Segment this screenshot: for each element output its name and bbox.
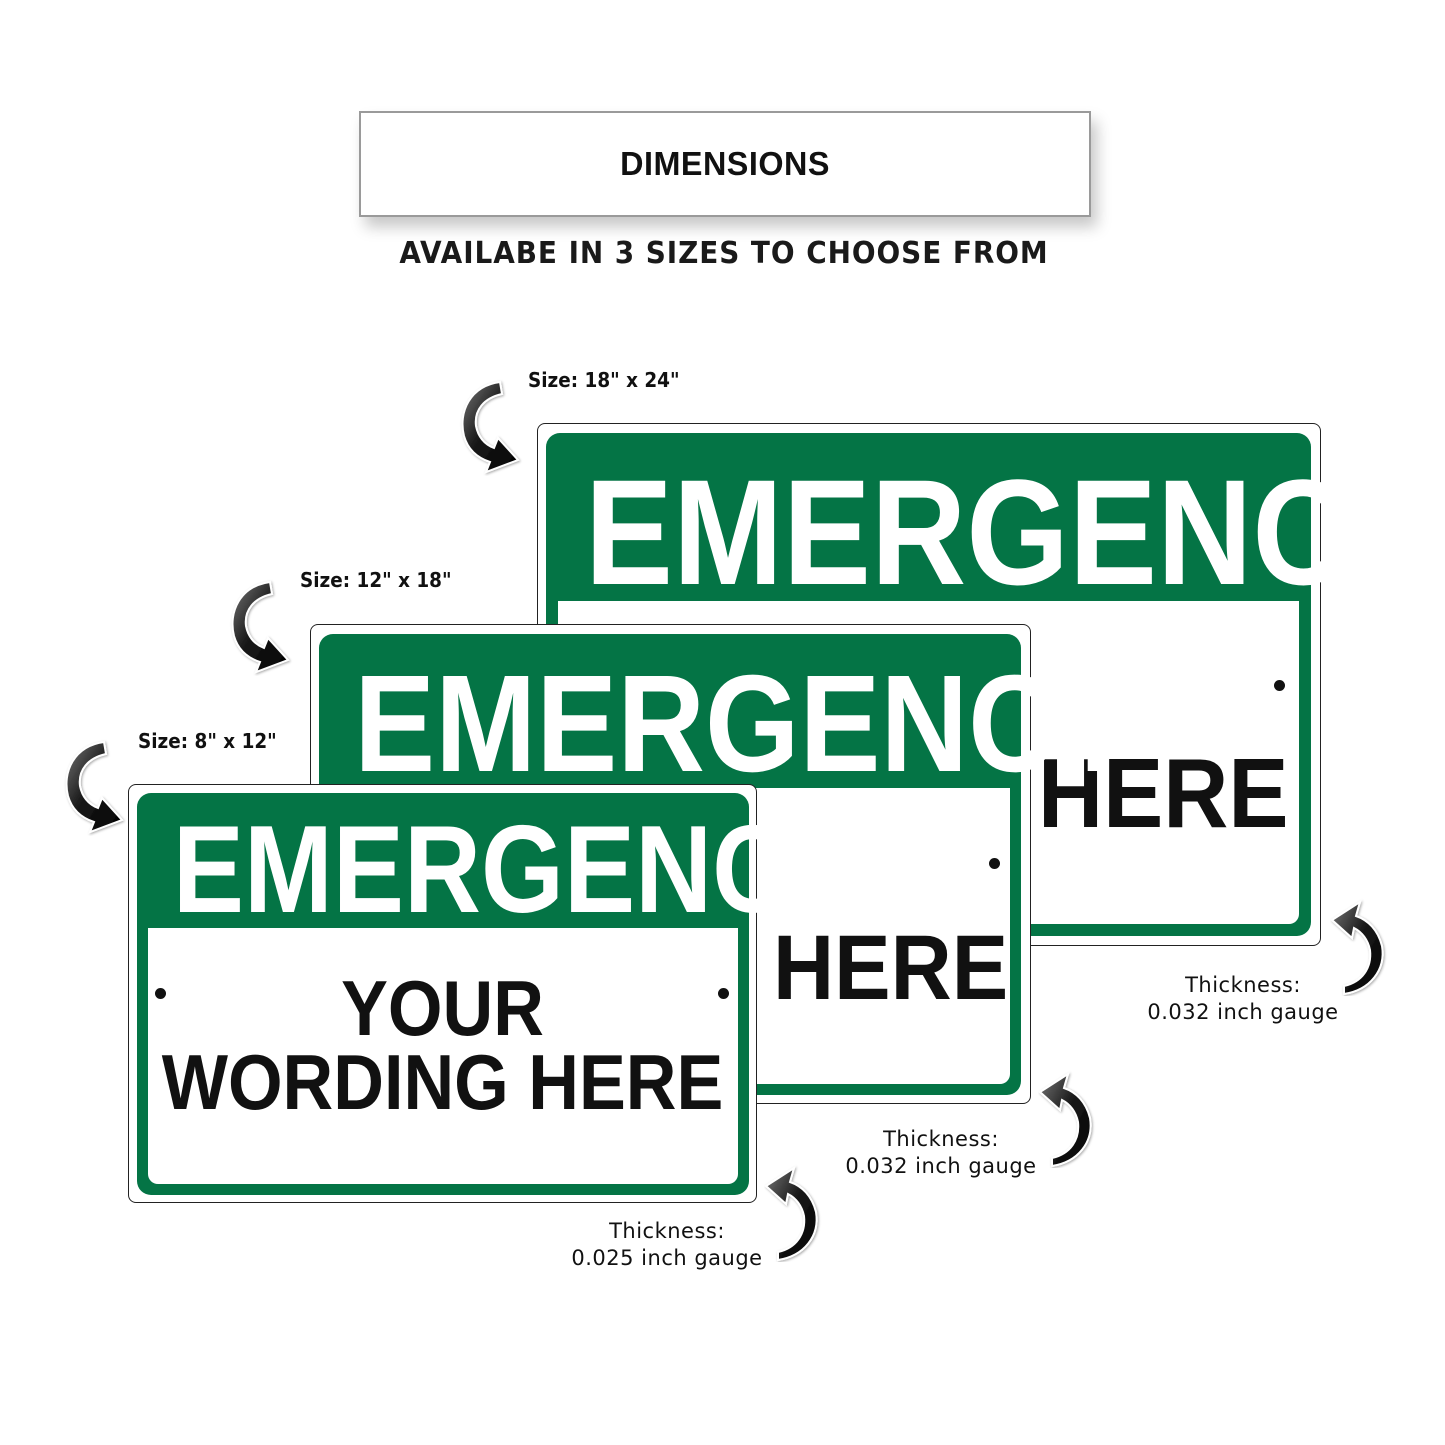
sign-small-header-text: EMERGENCY — [172, 801, 861, 939]
mounting-hole-right — [989, 858, 1000, 869]
curved-arrow-up-left-icon — [764, 1165, 818, 1262]
size-label-large: Size: 18" x 24" — [528, 368, 680, 392]
mounting-hole-right — [718, 988, 729, 999]
thickness-value: 0.025 inch gauge — [571, 1246, 763, 1270]
sizes-subtitle: AVAILABE IN 3 SIZES TO CHOOSE FROM — [399, 236, 1049, 271]
sign-large-header-text: EMERGENCY — [584, 448, 1436, 616]
curved-arrow-down-right-icon — [65, 740, 124, 834]
size-label-medium: Size: 12" x 18" — [300, 568, 452, 592]
sign-small-8x12: EMERGENCY YOUR WORDING HERE — [128, 784, 861, 1203]
curved-arrow-up-left-icon — [1038, 1071, 1092, 1168]
page-title: DIMENSIONS — [620, 145, 830, 182]
mounting-hole-left — [155, 988, 166, 999]
sign-small-body-line1: YOUR — [341, 964, 544, 1052]
thickness-title: Thickness: — [609, 1219, 725, 1243]
curved-arrow-down-right-icon — [231, 580, 290, 674]
sign-small-body-line2: WORDING HERE — [161, 1038, 724, 1126]
sign-large-body-line2: HERE — [1038, 738, 1289, 848]
mounting-hole-right — [1274, 680, 1285, 691]
curved-arrow-up-left-icon — [1330, 899, 1384, 996]
thickness-value: 0.032 inch gauge — [1147, 1000, 1339, 1024]
thickness-value: 0.032 inch gauge — [845, 1154, 1037, 1178]
size-label-small: Size: 8" x 12" — [138, 729, 277, 753]
sign-small-body-panel — [148, 928, 738, 1184]
thickness-title: Thickness: — [1185, 973, 1301, 997]
sign-medium-body-line2: HERE — [773, 917, 1009, 1019]
dimensions-title-box: DIMENSIONS — [359, 111, 1091, 217]
thickness-label-large: Thickness: 0.032 inch gauge — [1138, 972, 1348, 1026]
sign-medium-header-text: EMERGENCY — [354, 647, 1137, 801]
thickness-label-small: Thickness: 0.025 inch gauge — [562, 1218, 772, 1272]
thickness-title: Thickness: — [883, 1127, 999, 1151]
curved-arrow-down-right-icon — [461, 380, 520, 474]
thickness-label-medium: Thickness: 0.032 inch gauge — [836, 1126, 1046, 1180]
